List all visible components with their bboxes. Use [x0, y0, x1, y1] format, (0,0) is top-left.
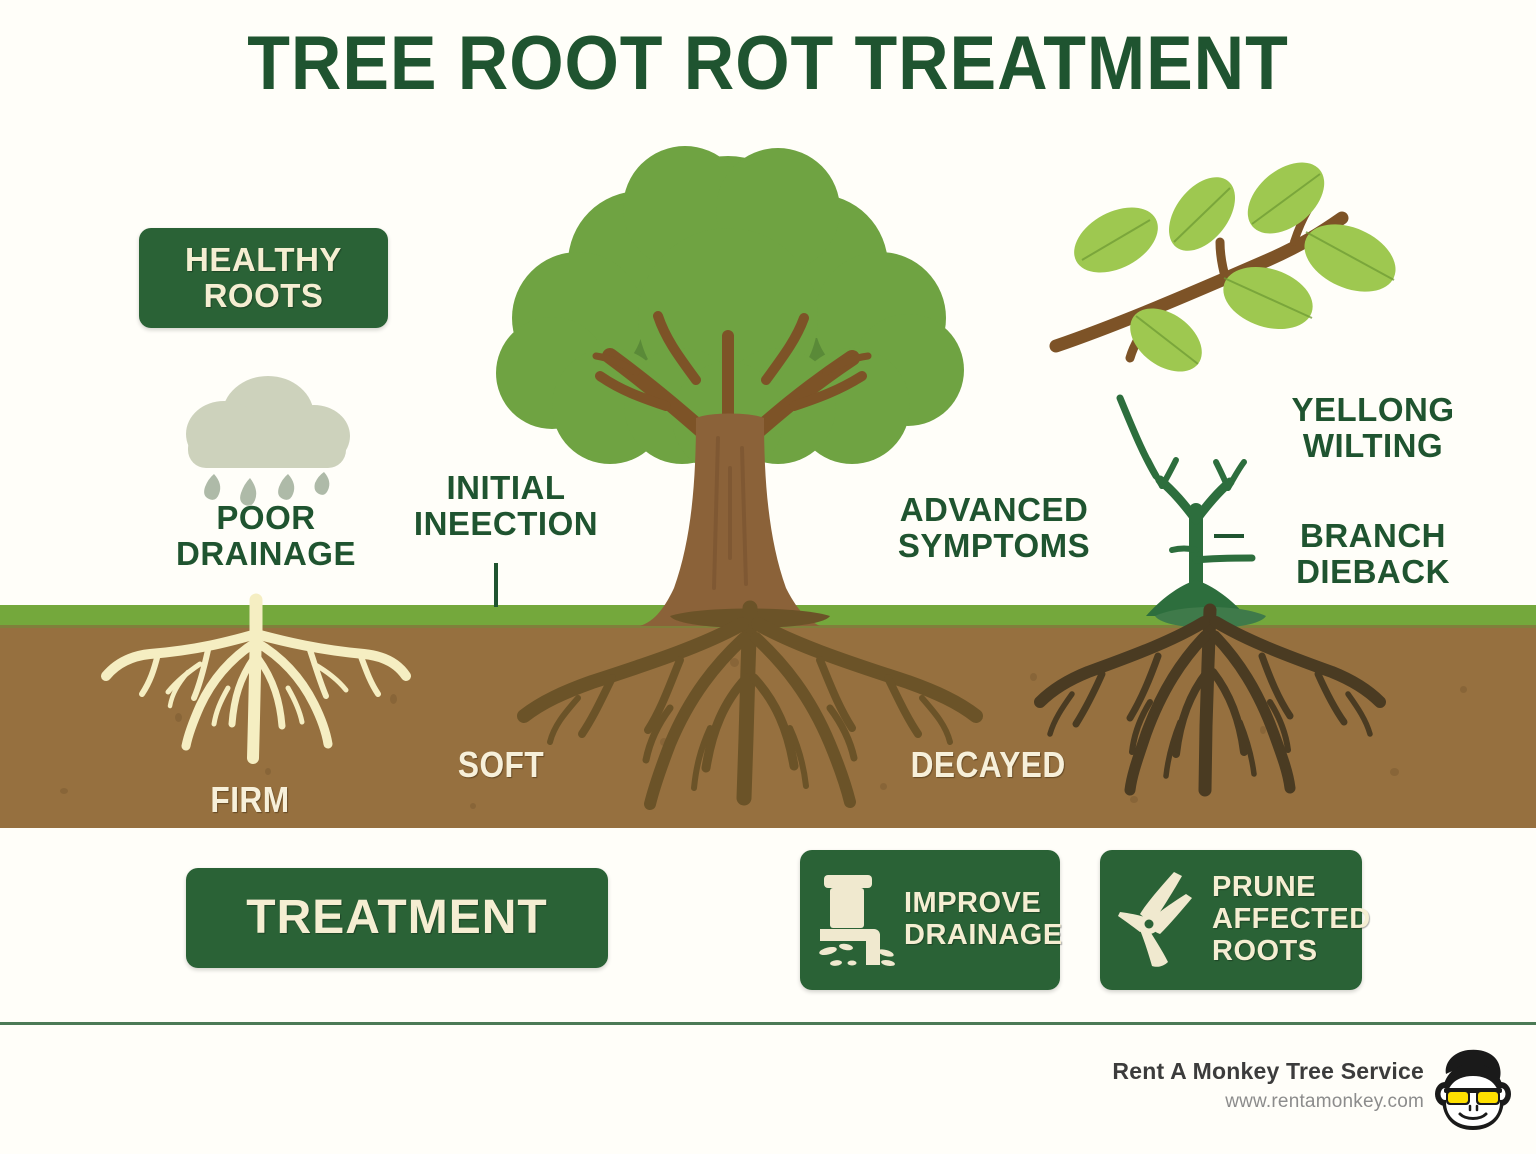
healthy-roots-illustration: [101, 593, 411, 764]
rain-cloud-icon: [186, 376, 350, 506]
yellowing-wilting-text: YELLONG WILTING: [1291, 391, 1455, 464]
treatment-banner[interactable]: TREATMENT: [186, 868, 608, 968]
initial-infection-leader-line: [494, 563, 498, 607]
leafy-branch-illustration: [1049, 162, 1396, 372]
branch-dieback-leader-line: [1214, 534, 1244, 538]
poor-drainage-label: POOR DRAINAGE: [148, 500, 384, 571]
website-url[interactable]: www.rentamonkey.com: [1225, 1091, 1424, 1112]
treatment-label: TREATMENT: [246, 890, 548, 944]
infected-roots-illustration: [517, 600, 983, 810]
initial-infection-text: INITIAL INEECTION: [413, 469, 599, 542]
company-name: Rent A Monkey Tree Service: [1112, 1058, 1424, 1084]
footer-divider: [0, 1022, 1536, 1025]
improve-drainage-label: IMPROVE DRAINAGE: [904, 887, 1063, 951]
monkey-head-logo: [1435, 1049, 1511, 1130]
poor-drainage-text: POOR DRAINAGE: [175, 499, 356, 572]
decayed-roots-illustration: [1034, 603, 1386, 797]
branch-dieback-text: BRANCH DIEBACK: [1296, 517, 1450, 590]
advanced-symptoms-text: ADVANCED SYMPTOMS: [897, 491, 1091, 564]
improve-drainage-button[interactable]: IMPROVE DRAINAGE: [800, 850, 1063, 990]
brand-block: Rent A Monkey Tree Service www.rentamonk…: [1112, 1058, 1424, 1113]
advanced-symptoms-label: ADVANCED SYMPTOMS: [855, 492, 1133, 563]
healthy-roots-label: HEALTHY ROOTS: [185, 240, 342, 314]
pruning-shears-icon: [1118, 872, 1192, 967]
healthy-tree-illustration: [496, 146, 964, 626]
initial-infection-label: INITIAL INEECTION: [396, 470, 616, 541]
soil-label-soft: SOFT: [457, 744, 545, 785]
healthy-roots-badge[interactable]: HEALTHY ROOTS: [139, 228, 388, 328]
drain-pipe-icon: [819, 875, 895, 967]
soil-label-firm: FIRM: [210, 779, 290, 820]
branch-dieback-label: BRANCH DIEBACK: [1248, 518, 1498, 589]
prune-affected-roots-label: PRUNE AFFECTED ROOTS: [1212, 871, 1371, 967]
prune-affected-roots-button[interactable]: PRUNE AFFECTED ROOTS: [1100, 850, 1370, 990]
yellowing-wilting-label: YELLONG WILTING: [1248, 392, 1498, 463]
page-title: TREE ROOT ROT TREATMENT: [247, 21, 1289, 106]
soil-label-decayed: DECAYED: [910, 744, 1066, 785]
